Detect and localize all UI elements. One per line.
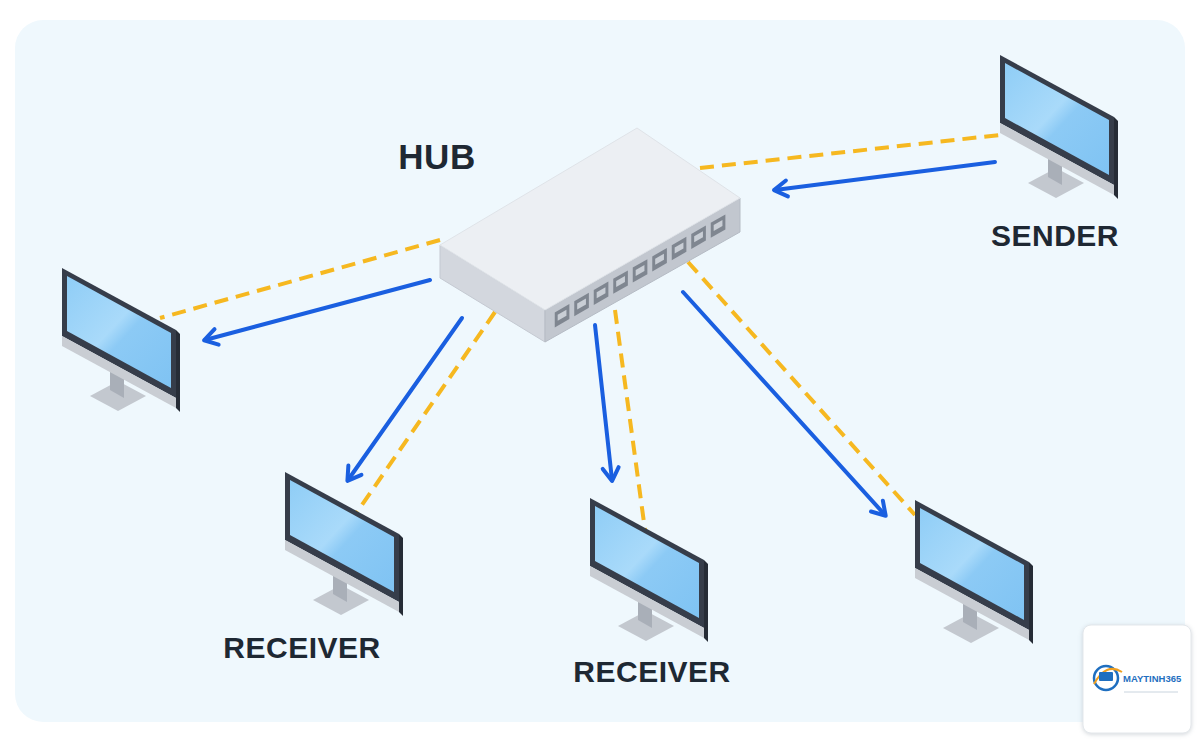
network-cable [700,135,1000,168]
monitor-illustration [998,55,1118,205]
monitor-illustration [913,500,1033,650]
monitor-illustration [283,472,403,622]
network-cable [615,310,645,530]
data-flow-arrow [205,280,430,340]
node-label: SENDER [991,219,1119,254]
receiver-computer: RECEIVER [283,472,403,622]
network-cable [355,312,495,515]
data-flow-arrow [348,318,462,480]
data-flow-arrow [595,325,612,480]
receiver-computer: RECEIVER [588,498,708,648]
network-hub: HUB [435,125,745,345]
data-flow-arrow [775,162,995,190]
data-flow-arrow [683,292,885,515]
node-label: HUB [398,137,475,177]
monitor-illustration [60,268,180,418]
network-cable [688,262,915,515]
node-label: RECEIVER [573,655,730,690]
node-label: RECEIVER [223,631,380,666]
monitor-illustration [588,498,708,648]
sender-computer: SENDER [998,55,1118,205]
computer [913,500,1033,650]
network-cable [160,240,440,318]
computer [60,268,180,418]
watermark-badge [1083,625,1191,733]
panel [15,20,1185,722]
watermark-text: MAYTINH365 [1123,673,1181,684]
hub-illustration [435,125,745,345]
